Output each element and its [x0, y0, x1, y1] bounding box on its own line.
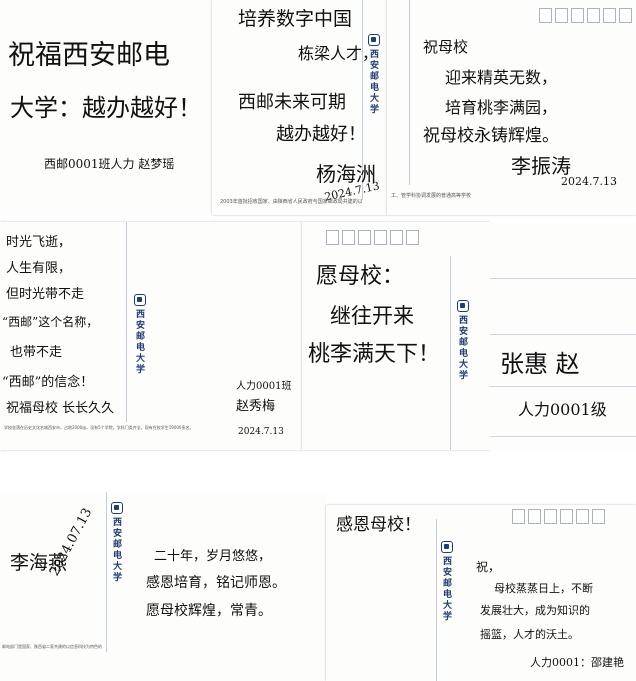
card-4-line-5: 也带不走: [10, 345, 63, 360]
card-4-line-6: “西邮”的信念！: [2, 375, 94, 390]
card-9-line-3: 母校蒸蒸日上，不断: [494, 582, 593, 595]
card-9-line-6: 人力0001：邵建艳: [530, 656, 624, 669]
stamp-text: 西安邮电大学: [441, 556, 451, 622]
card-8-line-2: 感恩培育，铭记师恩。: [146, 575, 286, 591]
university-logo-icon: [367, 34, 380, 46]
stamp-text: 西安邮电大学: [134, 309, 144, 375]
card-4-line-4: “西邮”这个名称，: [2, 315, 99, 329]
university-logo-icon: [110, 502, 123, 514]
postcard-4: 西安邮电大学 时光飞逝， 人生有限， 但时光带不走 “西邮”这个名称， 也带不走…: [0, 222, 302, 450]
card-3-caption: 工、管学科协调发展的普通高等学校: [391, 193, 472, 199]
card-3-line-1: 祝母校: [423, 38, 469, 56]
card-9-line-5: 摇篮，人才的沃土。: [480, 628, 579, 641]
card-1-signature: 西邮0001班人力 赵梦瑶: [44, 157, 175, 171]
postcard-3: 祝母校 迎来精英无数， 培育桃李满园， 祝母校永铸辉煌。 李振涛 2024.7.…: [387, 0, 636, 215]
card-7-caption: 邮电部门是国家、陕西省二家共建的以信息科技为特色的: [2, 644, 102, 649]
card-4-line-1: 时光飞逝，: [6, 235, 72, 250]
stamp-text: 西安邮电大学: [457, 315, 467, 381]
postcard-2: 西安邮电大学 培养数字中国 栋梁人才， 西邮未来可期 越办越好！ 杨海洲 202…: [212, 0, 387, 215]
postcode-boxes: [512, 509, 605, 524]
stamp-7: 西安邮电大学: [110, 502, 123, 583]
card-2-line-3: 西邮未来可期: [238, 92, 346, 113]
card-9-line-4: 发展壮大，成为知识的: [480, 604, 590, 617]
stamp-5: 西安邮电大学: [456, 300, 469, 381]
university-logo-icon: [133, 294, 146, 306]
card-7-date: 2024.07.13: [47, 505, 96, 579]
card-4-date: 2024.7.13: [238, 427, 284, 437]
card-4-line-3: 但时光带不走: [6, 287, 85, 302]
stamp-4: 西安邮电大学: [133, 294, 146, 375]
card-3-date: 2024.7.13: [561, 175, 617, 188]
card-3-line-2: 迎来精英无数，: [445, 68, 558, 87]
card-3-signature: 李振涛: [511, 154, 571, 178]
card-5-line-3: 桃李满天下！: [308, 342, 441, 367]
card-6-line-1: 张惠 赵: [500, 350, 580, 378]
card-5-line-1: 愿母校：: [316, 264, 405, 289]
card-6-line-2: 人力0001级: [518, 400, 607, 419]
card-2-line-1: 培养数字中国: [238, 8, 353, 30]
stamp-9: 西安邮电大学: [440, 541, 453, 622]
postcard-5: 西安邮电大学 愿母校： 继往开来 桃李满天下！: [302, 222, 490, 450]
card-2-caption: 2003年首批招收国家、由陕西省人民政府与国家邮政局共建的以信息化为特色、学科与…: [220, 199, 362, 205]
card-3-line-3: 培育桃李满园，: [445, 98, 558, 117]
postcard-9: 西安邮电大学 感恩母校！ 祝， 母校蒸蒸日上，不断 发展壮大，成为知识的 摇篮，…: [326, 505, 636, 681]
university-logo-icon: [440, 541, 453, 553]
card-1-line-2: 大学：越办越好！: [10, 94, 202, 122]
card-4-line-7: 祝福母校 长长久久: [6, 401, 115, 416]
card-5-line-2: 继往开来: [330, 304, 414, 328]
card-4-signature: 赵秀梅: [236, 399, 276, 414]
stamp-text: 西安邮电大学: [368, 49, 378, 115]
card-3-line-4: 祝母校永铸辉煌。: [423, 126, 559, 146]
card-8-line-3: 愿母校辉煌，常青。: [146, 603, 272, 619]
card-2-signature: 杨海洲: [316, 162, 376, 186]
postcode-boxes: [539, 8, 632, 23]
postcard-6: 张惠 赵 人力0001级: [490, 222, 636, 450]
card-2-line-4: 越办越好！: [276, 124, 366, 145]
postcard-8: 二十年，岁月悠悠， 感恩培育，铭记师恩。 愿母校辉煌，常青。: [140, 492, 326, 681]
postcard-1: 祝福西安邮电 大学：越办越好！ 西邮0001班人力 赵梦瑶: [0, 0, 212, 215]
postcode-boxes: [326, 230, 419, 245]
university-logo-icon: [456, 300, 469, 312]
stamp-2: 西安邮电大学: [367, 34, 380, 115]
card-4-class: 人力0001班: [236, 381, 292, 392]
postcard-7: 西安邮电大学 李海燕 2024.07.13 邮电部门是国家、陕西省二家共建的以信…: [0, 492, 140, 681]
card-2-line-2: 栋梁人才，: [298, 44, 379, 63]
card-9-line-2: 祝，: [476, 560, 501, 574]
card-8-line-1: 二十年，岁月悠悠，: [154, 549, 272, 564]
card-7-signature: 李海燕: [10, 552, 68, 574]
card-1-line-1: 祝福西安邮电: [8, 40, 170, 71]
card-9-line-1: 感恩母校！: [336, 515, 421, 535]
stamp-text: 西安邮电大学: [111, 517, 121, 583]
card-4-caption: 学校坐落在历史文化名城西安市，占地2000亩，设有5个学院，学科门类齐全，现有在…: [4, 425, 194, 430]
card-4-line-2: 人生有限，: [6, 261, 72, 276]
